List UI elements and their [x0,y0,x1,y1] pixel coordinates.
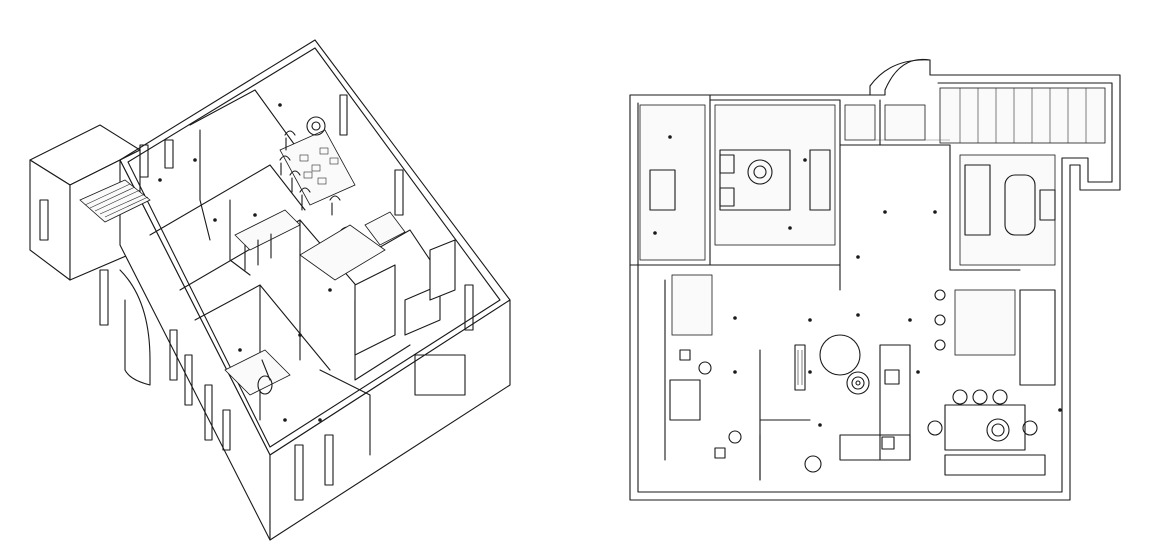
bedroom-small [639,104,706,261]
axonometric-drawing [0,0,560,554]
kitchen [934,289,1056,386]
plan-ceiling-lights [653,135,1062,427]
dining-table [279,116,356,216]
plan-dining-table [927,389,1046,476]
kitchen-island [234,209,301,271]
wardrobes [354,239,456,356]
ensuite [844,104,950,141]
master-bed [714,104,836,246]
office [669,274,822,481]
living-room [794,334,911,461]
bathroom-tub [959,154,1056,266]
windows [39,94,474,501]
stair [79,179,151,223]
plan-stair [939,87,1106,144]
ceiling-lights [158,103,332,422]
floor-plan-drawing [600,0,1170,554]
bathroom [224,349,291,396]
plan-outer-walls [629,58,1121,501]
living-area [299,211,406,281]
interior-walls [149,89,451,456]
